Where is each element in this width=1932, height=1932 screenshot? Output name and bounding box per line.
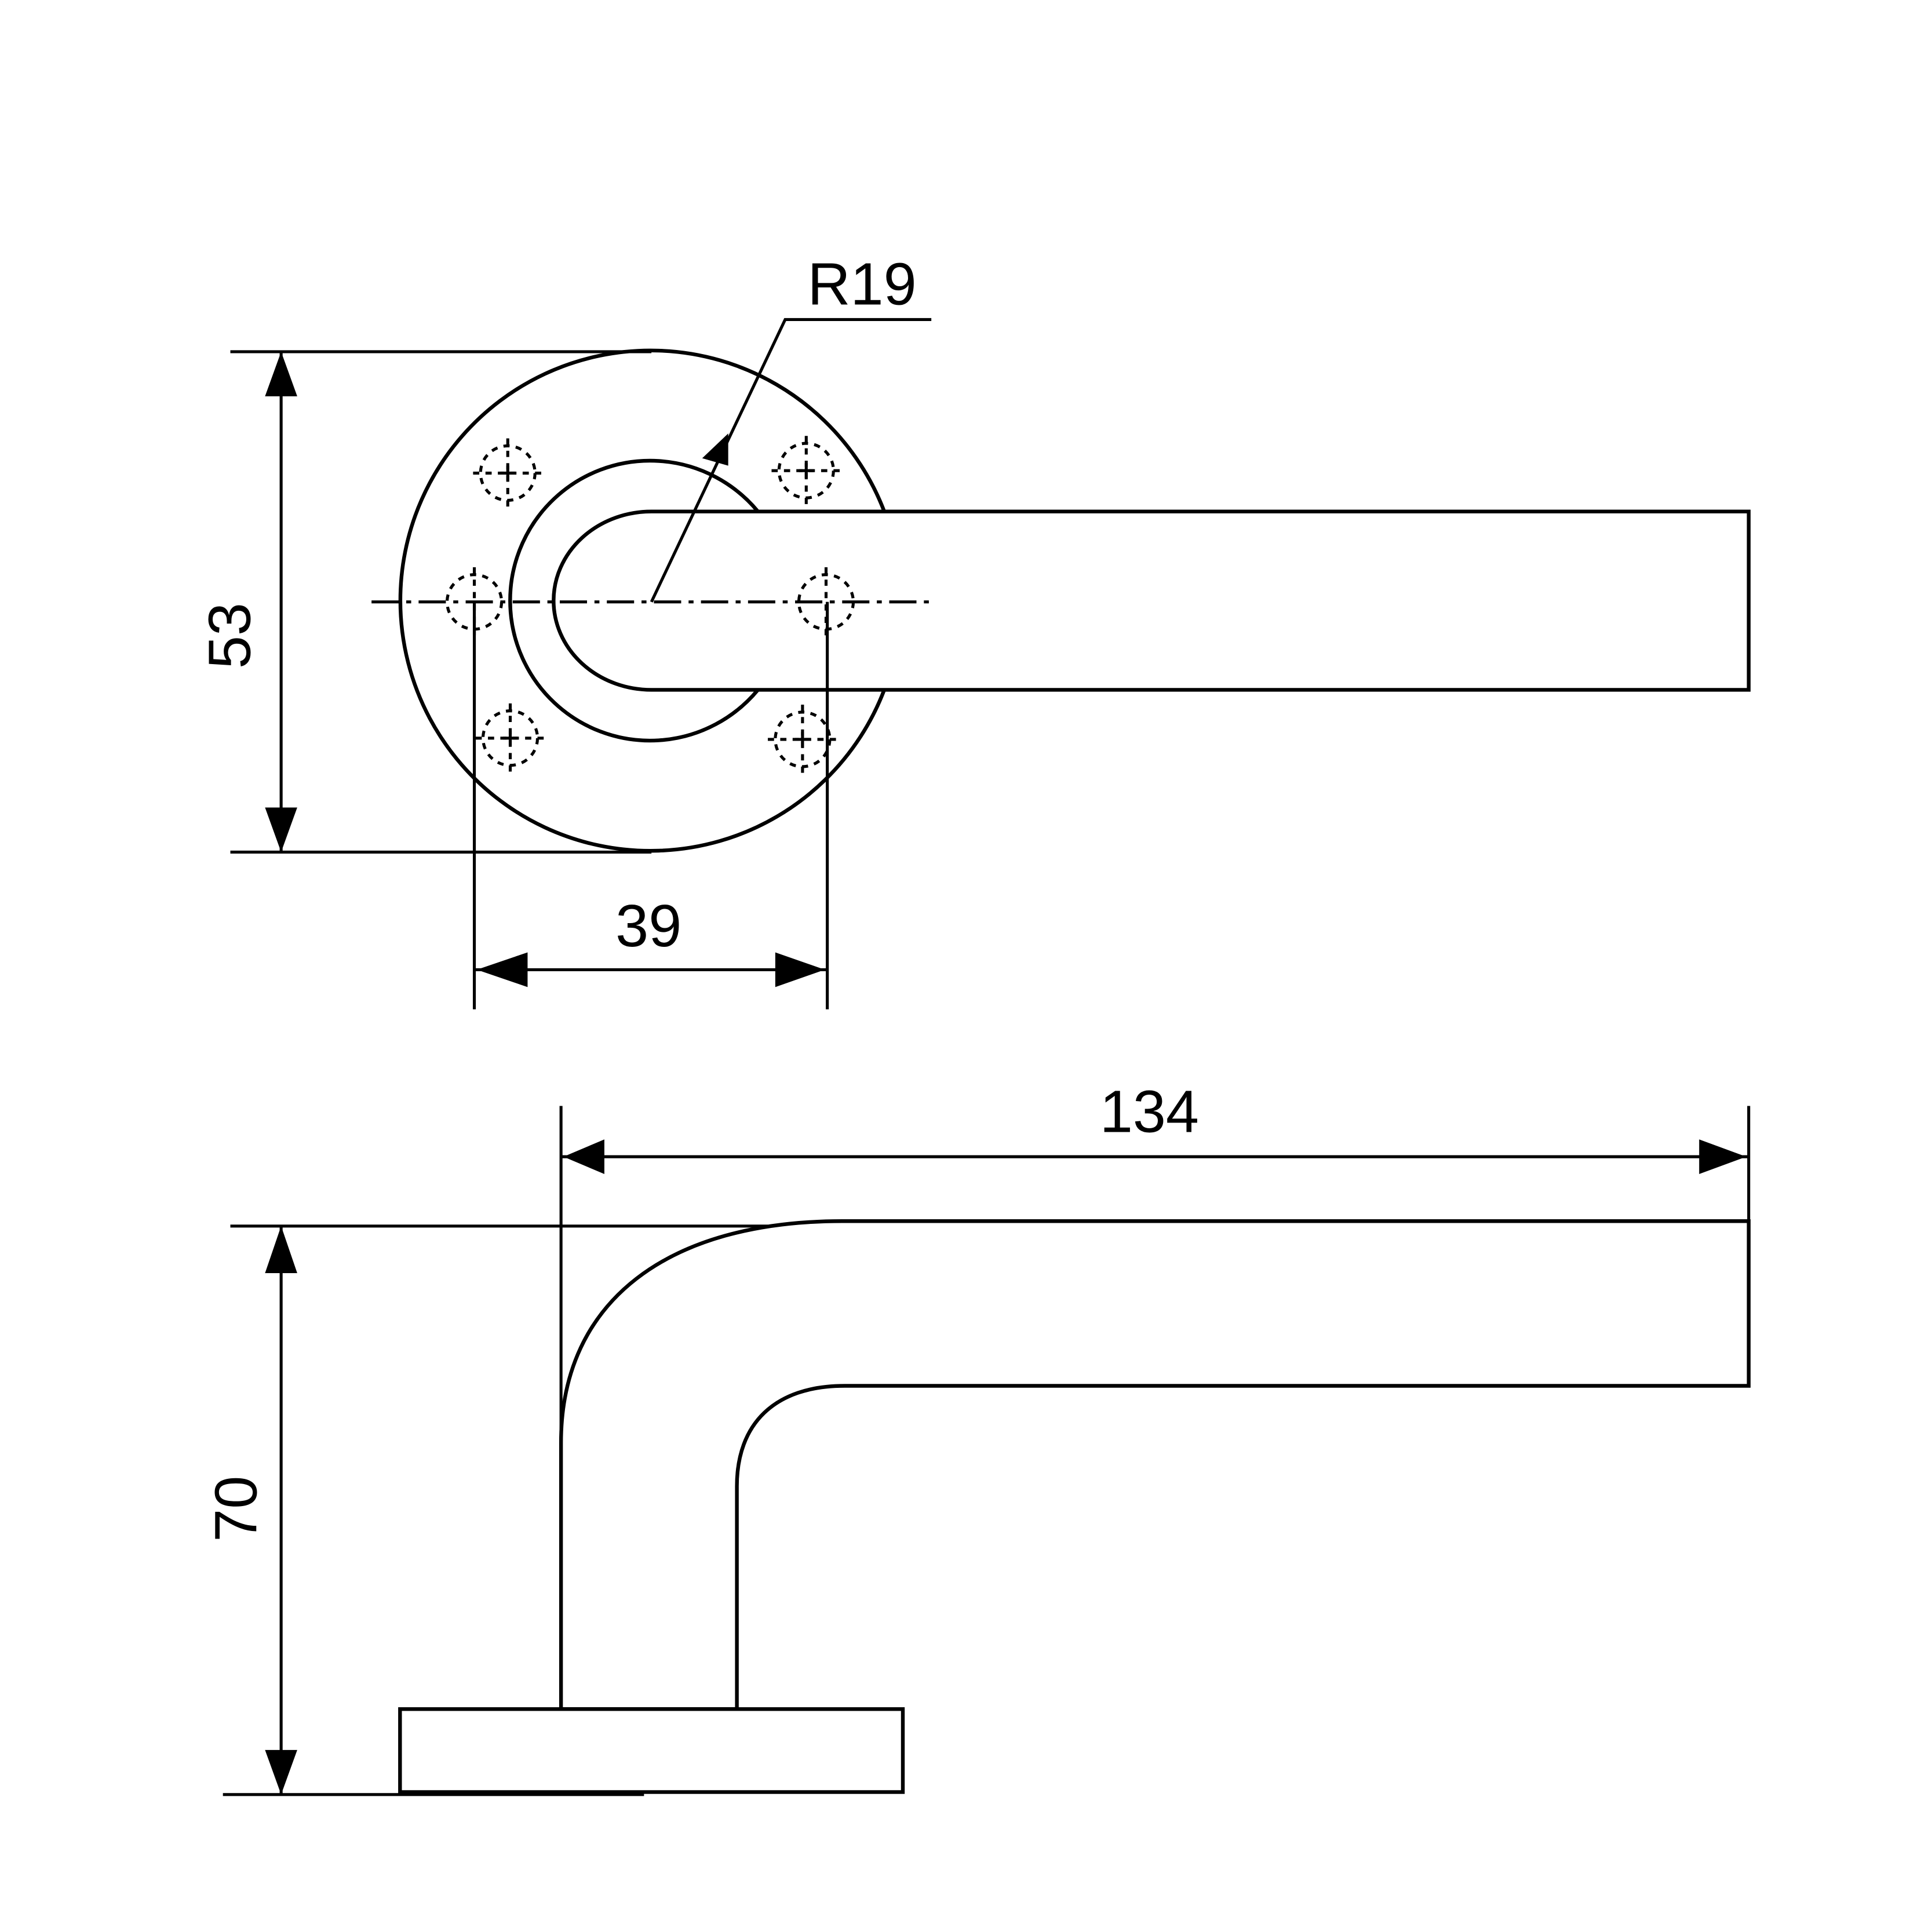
lever-top-view xyxy=(552,509,1751,692)
lever-side-profile xyxy=(559,1219,1751,1711)
radius-label: R19 xyxy=(807,251,916,318)
length-dimension-134: 134 xyxy=(559,1078,1751,1709)
screw-hole xyxy=(768,705,837,774)
spacing-dimension-39: 39 xyxy=(472,602,829,1009)
screw-hole xyxy=(475,703,545,773)
top-view: R19 53 39 xyxy=(196,251,1751,1009)
screw-hole xyxy=(473,438,543,508)
height-dimension-53: 53 xyxy=(196,350,652,854)
rose-base xyxy=(398,1707,905,1794)
screw-holes xyxy=(445,436,855,774)
screw-hole xyxy=(771,436,841,505)
spacing-label-39: 39 xyxy=(615,892,681,959)
height-label-70: 70 xyxy=(202,1476,269,1542)
length-label-134: 134 xyxy=(1100,1078,1199,1144)
rose-inner-circle xyxy=(508,458,760,743)
rose-outer-circle xyxy=(398,348,886,853)
height-dimension-70: 70 xyxy=(202,1224,768,1796)
side-view: 134 70 xyxy=(202,1078,1751,1796)
radius-dimension: R19 xyxy=(650,251,932,603)
height-label-53: 53 xyxy=(196,603,263,669)
